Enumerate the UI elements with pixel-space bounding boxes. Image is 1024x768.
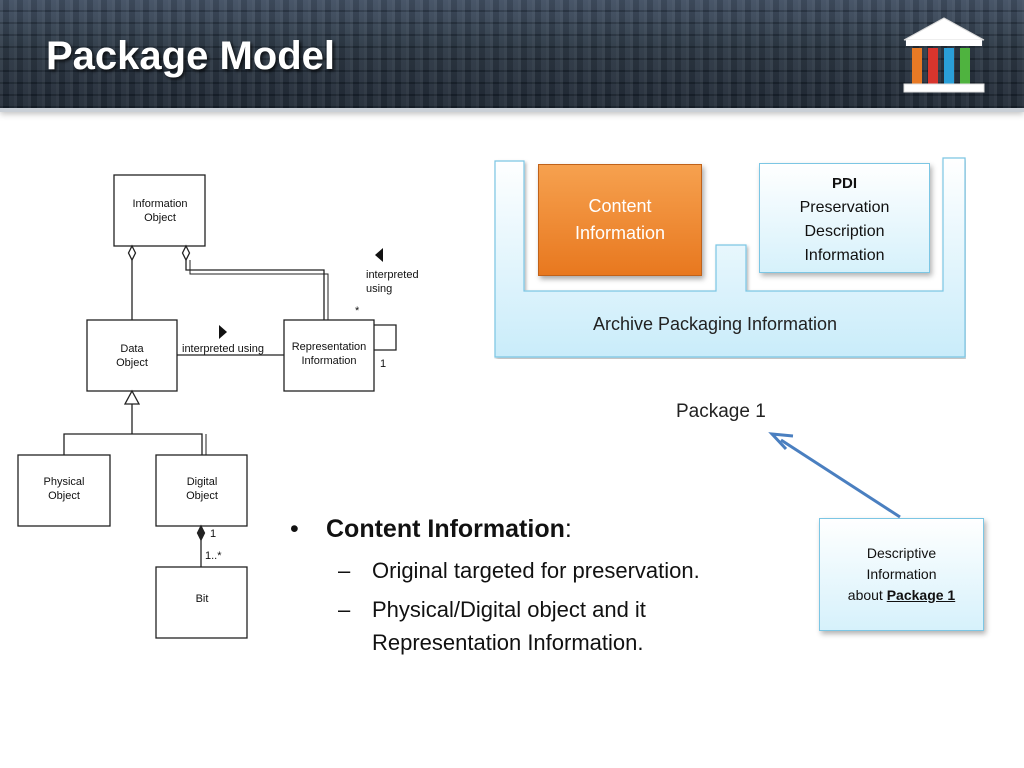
bullet-sub-1: – Original targeted for preservation. <box>290 554 770 587</box>
digital-multiplicity-one: 1 <box>210 528 216 540</box>
physical-object-line1: Physical <box>44 476 85 488</box>
pdi-line1: Preservation <box>799 199 890 216</box>
bullet-list: • Content Information: – Original target… <box>290 510 770 659</box>
bullet-sub-2-text: Physical/Digital object and it Represent… <box>372 597 646 655</box>
package-1-link[interactable]: Package 1 <box>886 587 956 603</box>
slide-title: Package Model <box>46 34 336 78</box>
data-object-line1: Data <box>120 343 144 355</box>
bullet-dot: • <box>290 515 299 543</box>
data-object-line2: Object <box>116 357 148 369</box>
physical-object-box <box>17 454 111 527</box>
representation-info-line1: Representation <box>292 341 367 353</box>
bullet-main-bold: Content Information <box>326 515 565 543</box>
archive-packaging-shape <box>494 157 966 358</box>
representation-info-line2: Information <box>301 355 356 367</box>
information-object-line1: Information <box>132 198 187 210</box>
pdi-title: PDI <box>831 175 857 192</box>
multiplicity-star: * <box>355 305 360 317</box>
bullet-sub-1-text: Original targeted for preservation. <box>372 558 700 583</box>
uml-diagram: Information Object Data Object Represent… <box>17 174 419 639</box>
content-information-line2: Information <box>574 223 666 243</box>
bit-box <box>155 566 248 639</box>
content-information-box: Content Information <box>538 164 702 276</box>
content-information-line1: Content <box>588 196 652 216</box>
library-building-icon <box>903 17 985 93</box>
interpreted-using-label: interpreted using <box>182 343 264 355</box>
self-loop-label-line1: interpreted <box>366 269 419 281</box>
pdi-line2: Description <box>804 223 885 240</box>
bit-multiplicity: 1..* <box>205 550 222 562</box>
data-object-box <box>86 319 178 392</box>
physical-object-line2: Object <box>48 490 80 502</box>
descriptive-about-prefix: about <box>847 587 887 603</box>
bullet-dash-2: – <box>338 597 351 622</box>
bit-label: Bit <box>196 593 209 605</box>
digital-object-line2: Object <box>186 490 218 502</box>
multiplicity-one: 1 <box>380 358 386 370</box>
pdi-line3: Information <box>804 247 885 264</box>
descriptive-information-box: Descriptive Information about Package 1 <box>819 518 984 631</box>
bullet-sub-2: – Physical/Digital object and it Represe… <box>290 593 770 659</box>
self-loop-label-line2: using <box>366 283 392 295</box>
digital-object-line1: Digital <box>187 476 218 488</box>
package-label: Package 1 <box>676 401 766 422</box>
bullet-dash-1: – <box>338 558 351 583</box>
pdi-box: PDI Preservation Description Information <box>759 163 930 273</box>
descriptive-line3: about Package 1 <box>820 585 983 606</box>
bullet-main: • Content Information: <box>290 510 770 548</box>
title-banner: Package Model <box>0 0 1024 112</box>
descriptive-line1: Descriptive <box>866 545 937 561</box>
information-object-box <box>113 174 206 247</box>
representation-info-box <box>283 319 375 392</box>
information-object-line2: Object <box>144 212 176 224</box>
bullet-main-suffix: : <box>564 515 572 543</box>
archive-packaging-label: Archive Packaging Information <box>592 314 838 334</box>
descriptive-line2: Information <box>866 566 937 582</box>
